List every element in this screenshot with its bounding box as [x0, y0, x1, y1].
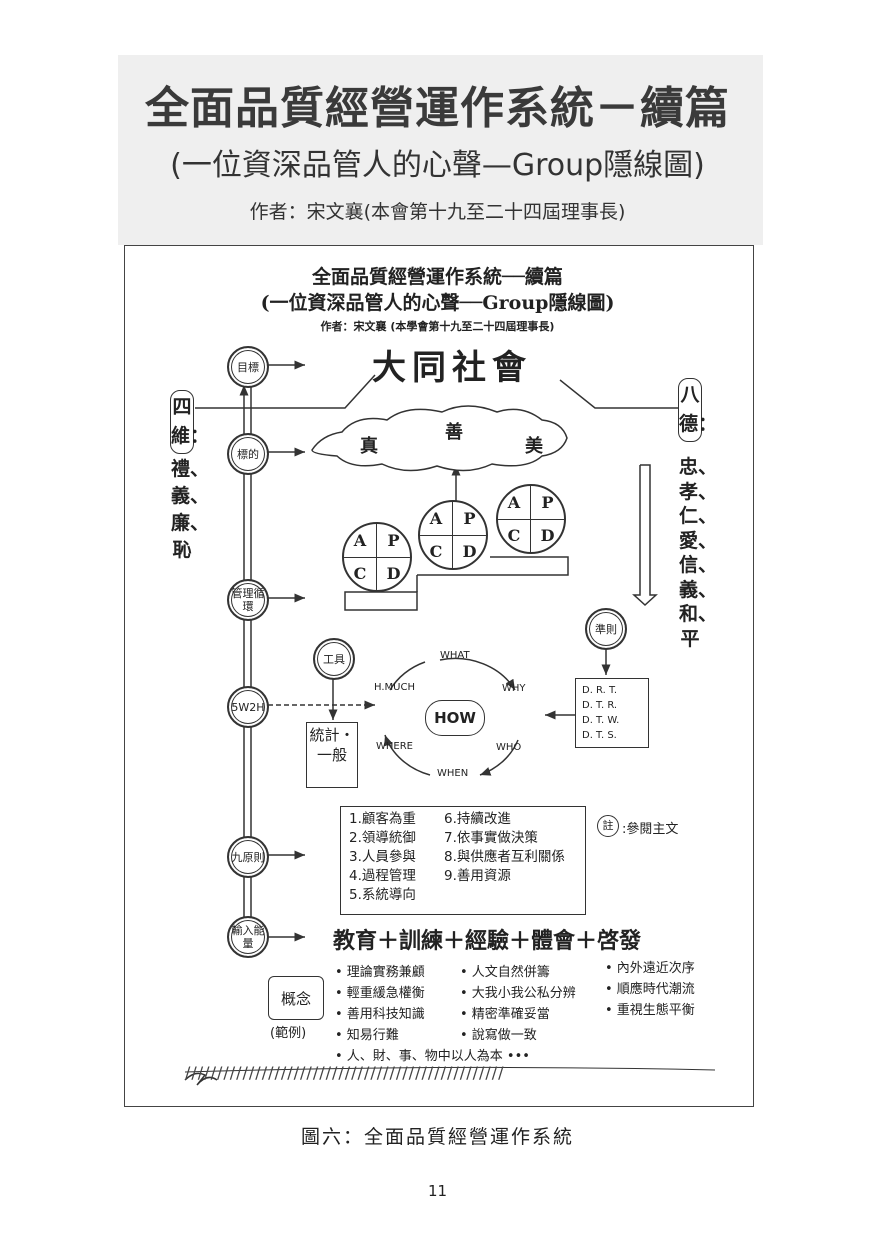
header-band — [118, 55, 763, 245]
principle-item: 1.顧客為重 — [349, 811, 416, 827]
principle-item: 4.過程管理 — [349, 868, 416, 884]
four-virtues-values: 禮、義、廉、恥 — [171, 458, 210, 561]
diagram-frame — [124, 245, 754, 1107]
pdca-p: P — [377, 524, 410, 558]
node-5w2h: 5W2H — [227, 686, 269, 728]
pdca-d: D — [386, 564, 401, 584]
pdca-d: D — [540, 526, 555, 546]
wheel-when: WHEN — [437, 768, 469, 779]
concept-box: 概念 — [268, 976, 324, 1020]
pdca-a: A — [498, 486, 531, 520]
eight-virtues-values: 忠、孝、仁、愛、信、義、和、平 — [679, 456, 718, 650]
cloud-beauty: 美 — [525, 436, 543, 457]
figure-author: 作者：宋文襄 (本學會第十九至二十四屆理事長) — [320, 320, 555, 333]
node-nine-principles: 九原則 — [227, 836, 269, 878]
concept-item: • 知易行難 — [335, 1028, 399, 1043]
wheel-who: WHO — [496, 742, 522, 753]
page-author: 作者：宋文襄(本會第十九至二十四屆理事長) — [249, 201, 626, 223]
goal-text: 大同社會 — [372, 348, 532, 388]
wheel-where: WHERE — [376, 741, 413, 752]
figure-subtitle: (一位資深品管人的心聲──Group隱線圖) — [260, 292, 615, 314]
node-input-energy: 輸入能量 — [227, 916, 269, 958]
criteria-item: D. T. R. — [582, 700, 618, 711]
principle-item: 3.人員參與 — [349, 849, 416, 865]
criteria-item: D. T. S. — [582, 730, 617, 741]
concept-item: • 順應時代潮流 — [605, 982, 695, 997]
concept-item: • 人、財、事、物中以人為本 ••• — [335, 1049, 530, 1064]
concept-item: • 大我小我公私分辨 — [460, 986, 576, 1001]
pdca-c: C — [344, 557, 377, 590]
node-goal: 目標 — [227, 346, 269, 388]
principle-item: 9.善用資源 — [444, 868, 511, 884]
cloud-goodness: 善 — [445, 422, 463, 443]
criteria-node: 準則 — [585, 608, 627, 650]
note-icon: 註 — [597, 815, 619, 837]
example-label: (範例) — [270, 1026, 307, 1041]
wheel-why: WHY — [502, 683, 526, 694]
principle-item: 7.依事實做決策 — [444, 830, 538, 846]
node-management-cycle: 管理循環 — [227, 579, 269, 621]
principle-item: 5.系統導向 — [349, 887, 416, 903]
cloud-truth: 真 — [360, 436, 378, 457]
concept-item: • 理論實務兼顧 — [335, 965, 425, 980]
cloud-shape — [311, 405, 568, 472]
wheel-hmuch: H.MUCH — [374, 682, 415, 693]
pdca-c: C — [420, 535, 453, 568]
stats-box: 統計・一般 — [306, 722, 358, 788]
concept-item: • 人文自然併籌 — [460, 965, 550, 980]
pdca-p: P — [453, 502, 486, 536]
criteria-item: D. T. W. — [582, 715, 620, 726]
pdca-c: C — [498, 519, 531, 552]
concepts-col3: • 內外遠近次序 • 順應時代潮流 • 重視生態平衡 — [605, 958, 695, 1021]
page-number: 11 — [427, 1182, 448, 1200]
page-title: 全面品質經營運作系統－續篇 — [145, 83, 730, 134]
wheel-what: WHAT — [440, 650, 470, 661]
principle-item: 2.領導統御 — [349, 830, 416, 846]
concept-item: • 內外遠近次序 — [605, 961, 695, 976]
tool-node: 工具 — [313, 638, 355, 680]
ground-hatching: ////////////////////////////////////////… — [185, 1063, 505, 1082]
concept-item: • 說寫做一致 — [460, 1028, 537, 1043]
note-text: :參閱主文 — [622, 822, 679, 837]
four-virtues-label: 四維： — [170, 390, 209, 454]
concept-item: • 善用科技知識 — [335, 1007, 425, 1022]
concept-item: • 精密準確妥當 — [460, 1007, 550, 1022]
principle-item: 8.與供應者互利關係 — [444, 849, 565, 865]
figure-caption: 圖六：全面品質經營運作系統 — [300, 1126, 574, 1148]
principles-box: 1.顧客為重 2.領導統御 3.人員參與 4.過程管理 5.系統導向 6.持續改… — [340, 806, 586, 915]
how-center: HOW — [425, 700, 485, 736]
input-energy-text: 教育＋訓練＋經驗＋體會＋啓發 — [333, 929, 642, 954]
concepts-col1: • 理論實務兼顧 • 輕重緩急權衡 • 善用科技知識 • 知易行難 • 人、財、… — [335, 962, 530, 1067]
wave-hatching — [184, 1066, 716, 1073]
pdca-a: A — [344, 524, 377, 558]
principle-item: 6.持續改進 — [444, 811, 511, 827]
criteria-box: D. R. T. D. T. R. D. T. W. D. T. S. — [575, 678, 649, 748]
node-target: 標的 — [227, 433, 269, 475]
concept-item: • 重視生態平衡 — [605, 1003, 695, 1018]
pdca-p: P — [531, 486, 564, 520]
figure-title: 全面品質經營運作系統──續篇 — [312, 266, 563, 288]
pdca-d: D — [462, 542, 477, 562]
page-subtitle: (一位資深品管人的心聲—Group隱線圖) — [170, 148, 705, 183]
eight-virtues-label: 八德： — [678, 378, 717, 442]
concept-item: • 輕重緩急權衡 — [335, 986, 425, 1001]
criteria-item: D. R. T. — [582, 685, 618, 696]
pdca-a: A — [420, 502, 453, 536]
concepts-col2: • 人文自然併籌 • 大我小我公私分辨 • 精密準確妥當 • 說寫做一致 — [460, 962, 576, 1046]
